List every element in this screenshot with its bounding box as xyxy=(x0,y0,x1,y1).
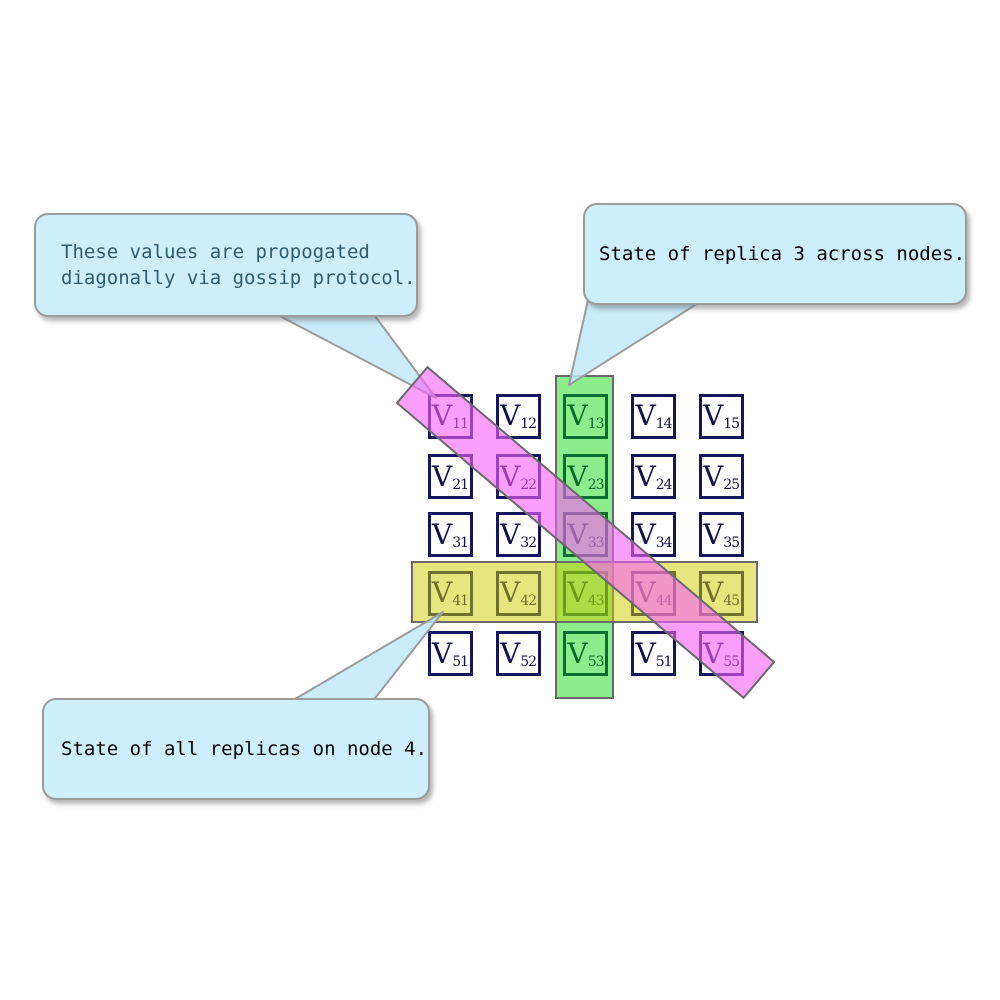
cell-base: V xyxy=(499,399,521,432)
cell-subscript: 25 xyxy=(723,476,740,493)
cell-base: V xyxy=(431,517,453,551)
gossip-callout-line1: These values are propogated xyxy=(61,241,370,263)
cell-base: V xyxy=(431,636,453,670)
replica-callout-text: State of replica 3 across nodes. xyxy=(599,243,966,265)
cell-subscript: 12 xyxy=(520,416,537,432)
cell-base: V xyxy=(635,636,656,670)
cell-subscript: 21 xyxy=(452,476,469,493)
cell-base: V xyxy=(635,399,656,432)
cell-base: V xyxy=(702,517,724,551)
cell-base: V xyxy=(499,636,521,670)
cell-subscript: 24 xyxy=(655,476,673,493)
gossip-callout-line2: diagonally via gossip protocol. xyxy=(61,267,416,289)
cell-subscript: 35 xyxy=(723,534,740,551)
cell-subscript: 23 xyxy=(587,476,605,493)
node-callout-text: State of all replicas on node 4. xyxy=(61,738,428,760)
cell-subscript: 34 xyxy=(655,534,673,551)
cell-subscript: 31 xyxy=(452,534,469,551)
cell-subscript: 53 xyxy=(587,653,605,670)
cell-base: V xyxy=(567,399,588,432)
cell-base: V xyxy=(499,517,521,551)
cell-subscript: 51 xyxy=(655,653,673,670)
cell-subscript: 32 xyxy=(520,534,537,551)
cell-subscript: 14 xyxy=(655,416,673,432)
cell-base: V xyxy=(702,399,724,432)
cell-base: V xyxy=(635,517,656,551)
gossip-callout: These values are propogated diagonally v… xyxy=(34,213,418,317)
cell-base: V xyxy=(567,459,588,493)
cell-base: V xyxy=(567,636,588,670)
cell-base: V xyxy=(431,459,453,493)
replica-callout: State of replica 3 across nodes. xyxy=(583,203,967,305)
cell-base: V xyxy=(635,459,656,493)
cell-subscript: 13 xyxy=(587,416,605,432)
node-callout: State of all replicas on node 4. xyxy=(42,698,430,800)
cell-subscript: 52 xyxy=(520,653,537,670)
cell-base: V xyxy=(702,459,724,493)
cell-subscript: 15 xyxy=(723,416,740,432)
cell-subscript: 51 xyxy=(452,653,469,670)
